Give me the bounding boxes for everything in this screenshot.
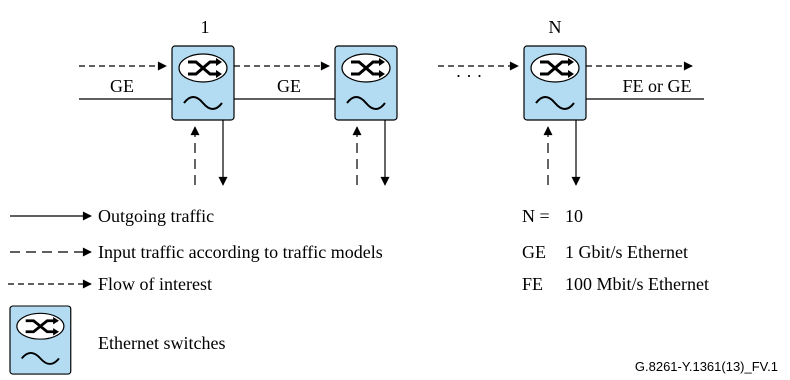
def-value-ge: 1 Gbit/s Ethernet [565, 242, 688, 262]
def-term-ge: GE [522, 242, 546, 262]
legend-switch-label: Ethernet switches [98, 333, 225, 353]
legend-flow-label: Flow of interest [98, 274, 212, 294]
ellipsis: · · · [456, 66, 483, 86]
legend-outgoing-label: Outgoing traffic [98, 206, 214, 226]
ethernet-switch-icon [170, 44, 236, 122]
link-label-fe-or-ge: FE or GE [623, 76, 692, 96]
link-label-ge-2: GE [277, 76, 301, 96]
def-term-fe: FE [522, 274, 543, 294]
ethernet-switch-icon [8, 304, 73, 376]
switch-label-1: 1 [201, 17, 210, 37]
link-label-ge-1: GE [110, 76, 134, 96]
ethernet-switch-icon [522, 44, 588, 122]
def-term-n: N = [522, 206, 550, 226]
switch-label-n: N [549, 17, 562, 37]
def-value-fe: 100 Mbit/s Ethernet [565, 274, 709, 294]
ethernet-switch-icon [333, 44, 399, 122]
def-value-n: 10 [565, 206, 583, 226]
figure-reference: G.8261-Y.1361(13)_FV.1 [635, 359, 778, 374]
legend-input-label: Input traffic according to traffic model… [98, 242, 383, 262]
